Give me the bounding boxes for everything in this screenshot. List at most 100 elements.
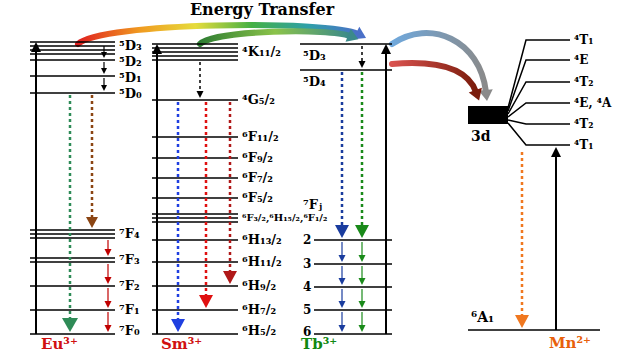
level-label: ⁶H₅/₂ [241, 324, 277, 338]
arrowhead [515, 315, 529, 328]
energy-level [152, 239, 238, 241]
transfer-arc [392, 33, 486, 92]
arrowhead [339, 301, 346, 308]
level-label: ⁷F₀ [118, 324, 141, 338]
level-label: ⁶H₉/₂ [241, 279, 277, 293]
energy-level [30, 229, 115, 231]
arrowhead [339, 255, 346, 262]
energy-level [314, 309, 392, 311]
energy-level [152, 43, 238, 45]
transfer-arc [392, 63, 476, 92]
arrowhead [31, 42, 41, 52]
level-label: ⁷F₂ [118, 279, 141, 293]
transition-arrow [361, 72, 364, 225]
level-label: ⁵D₃ [118, 39, 143, 53]
arrowhead [101, 68, 107, 74]
transition-arrow [107, 312, 108, 325]
arrowhead [171, 319, 185, 332]
energy-level [152, 157, 238, 159]
energy-level [152, 55, 238, 57]
mn-level [508, 103, 570, 117]
level-label: ⁷F₄ [118, 227, 141, 241]
level-label: ⁵D₁ [118, 71, 143, 85]
arrowhead [551, 147, 561, 157]
energy-level [30, 333, 115, 335]
transition-arrow [555, 157, 557, 330]
level-label: ⁴T₂ [573, 76, 594, 89]
transfer-arrowhead [346, 29, 359, 42]
level-label: ⁶H₁₁/₂ [241, 255, 283, 269]
level-label: ⁶F₁₁/₂ [241, 130, 280, 144]
energy-level [30, 309, 115, 311]
transition-arrow [91, 95, 94, 217]
energy-level [152, 285, 238, 287]
level-label: ⁴E, ⁴A [573, 97, 612, 110]
level-label: ⁶A₁ [470, 310, 495, 325]
transition-arrow [521, 152, 524, 315]
energy-level [30, 75, 115, 77]
energy-level [152, 136, 238, 138]
level-label: 4 [302, 281, 312, 294]
energy-level [152, 47, 238, 49]
transition-arrow [341, 72, 344, 225]
3d-box [468, 106, 508, 124]
transition-arrow [361, 289, 362, 301]
arrowhead [105, 301, 112, 308]
arrowhead [335, 225, 349, 238]
transition-arrow [103, 46, 104, 52]
transition-arrow [361, 312, 362, 325]
level-label: ⁶H₁₃/₂ [241, 233, 283, 247]
energy-level [152, 177, 238, 179]
energy-level [30, 41, 115, 43]
ion-label: Sm³⁺ [160, 337, 203, 353]
energy-level [30, 233, 115, 235]
energy-level [30, 237, 115, 239]
energy-level [152, 221, 238, 223]
arrowhead [339, 325, 346, 332]
energy-level [468, 329, 600, 331]
transition-arrow [107, 240, 108, 249]
diagram-title: Energy Transfer [188, 1, 336, 19]
arrowhead [359, 301, 366, 308]
level-label: ⁴K₁₁/₂ [241, 45, 282, 59]
arrowhead [197, 91, 204, 98]
level-label: ⁶F₉/₂ [241, 151, 274, 165]
level-label: ⁵D₃ [302, 49, 327, 63]
level-label: ⁵D₂ [118, 55, 143, 69]
transition-arrow [156, 54, 158, 334]
arrowhead [101, 85, 107, 91]
level-label: 3d [470, 129, 492, 144]
arrowhead [152, 44, 162, 54]
energy-level [152, 309, 238, 311]
transition-arrow [205, 102, 208, 295]
transition-arrow [103, 78, 104, 85]
level-label: ⁷F₁ [118, 303, 141, 317]
energy-level [314, 263, 392, 265]
arrowhead [359, 255, 366, 262]
energy-level [30, 285, 115, 287]
transition-arrow [107, 264, 108, 277]
energy-level [300, 43, 392, 45]
mn-level [508, 123, 570, 145]
arrowhead [105, 249, 112, 256]
level-label: ⁴T₁ [573, 139, 594, 152]
level-label: ⁴E [573, 54, 589, 67]
arrowhead [381, 44, 391, 54]
transition-arrow [341, 289, 342, 301]
level-label: 2 [302, 234, 312, 247]
arrowhead [105, 277, 112, 284]
energy-level [152, 51, 238, 53]
energy-level [30, 92, 115, 94]
level-label: ⁵D₀ [118, 87, 143, 101]
transition-arrow [107, 288, 108, 301]
arrowhead [355, 225, 369, 238]
arrowhead [199, 295, 213, 308]
arrowhead [105, 325, 112, 332]
transition-arrow [103, 62, 104, 68]
energy-level [314, 286, 392, 288]
transition-arrows [31, 42, 561, 334]
arrowhead [101, 52, 107, 58]
transition-arrow [361, 266, 362, 278]
arrowhead [86, 217, 98, 228]
